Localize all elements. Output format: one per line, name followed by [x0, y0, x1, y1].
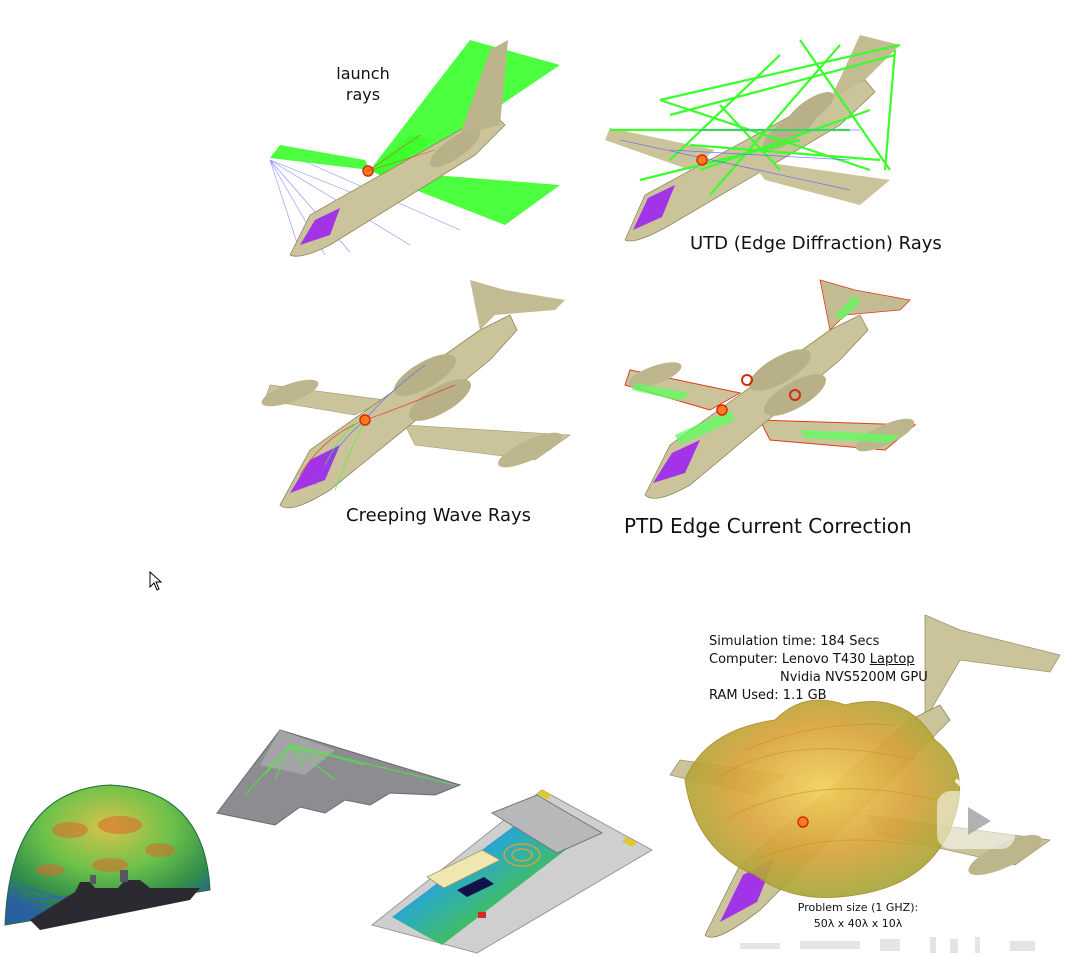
stealth-bomber-panel — [215, 725, 465, 830]
problem-size: Problem size (1 GHZ): 50λ x 40λ x 10λ — [788, 900, 928, 932]
launch-rays-label-line2: rays — [345, 85, 381, 104]
launch-rays-panel — [260, 30, 580, 265]
utd-rays-panel — [600, 20, 920, 245]
watermark-noise — [730, 935, 1060, 955]
gpu-text: Nvidia NVS5200M GPU — [780, 670, 928, 685]
mouse-pointer-icon — [149, 570, 163, 595]
play-button-icon[interactable] — [935, 777, 1017, 851]
utd-rays-label: UTD (Edge Diffraction) Rays — [690, 233, 942, 254]
simulation-time-text: Simulation time: 184 Secs — [709, 634, 880, 649]
stealth-bomber-graphic — [216, 729, 462, 826]
ptd-label: PTD Edge Current Correction — [624, 514, 912, 538]
launch-rays-aircraft — [269, 40, 560, 257]
parking-scene-panel — [370, 785, 654, 954]
creeping-wave-label: Creeping Wave Rays — [346, 505, 532, 526]
ship-dome-graphic — [4, 784, 211, 930]
problem-size-line2: 50λ x 40λ x 10λ — [813, 917, 903, 930]
laptop-link[interactable]: Laptop — [869, 652, 915, 667]
creeping-wave-aircraft — [261, 280, 571, 509]
utd-rays-aircraft — [605, 35, 901, 242]
launch-rays-label: launch rays — [335, 63, 391, 105]
computer-text: Computer: Lenovo T430 Laptop — [709, 651, 928, 669]
parking-scene-graphic — [370, 789, 654, 954]
rcs-aircraft-panel — [665, 610, 1065, 940]
creeping-wave-panel — [255, 275, 575, 515]
simulation-info: Simulation time: 184 Secs Computer: Leno… — [709, 633, 928, 705]
ram-text: RAM Used: 1.1 GB — [709, 688, 827, 703]
launch-rays-label-line1: launch — [336, 64, 390, 83]
rcs-aircraft-graphic — [669, 614, 1061, 938]
ship-dome-panel — [0, 770, 215, 940]
ptd-aircraft — [624, 279, 917, 499]
ptd-panel — [620, 275, 920, 500]
problem-size-line1: Problem size (1 GHZ): — [797, 901, 919, 914]
computer-prefix: Computer: Lenovo T430 — [709, 652, 870, 667]
